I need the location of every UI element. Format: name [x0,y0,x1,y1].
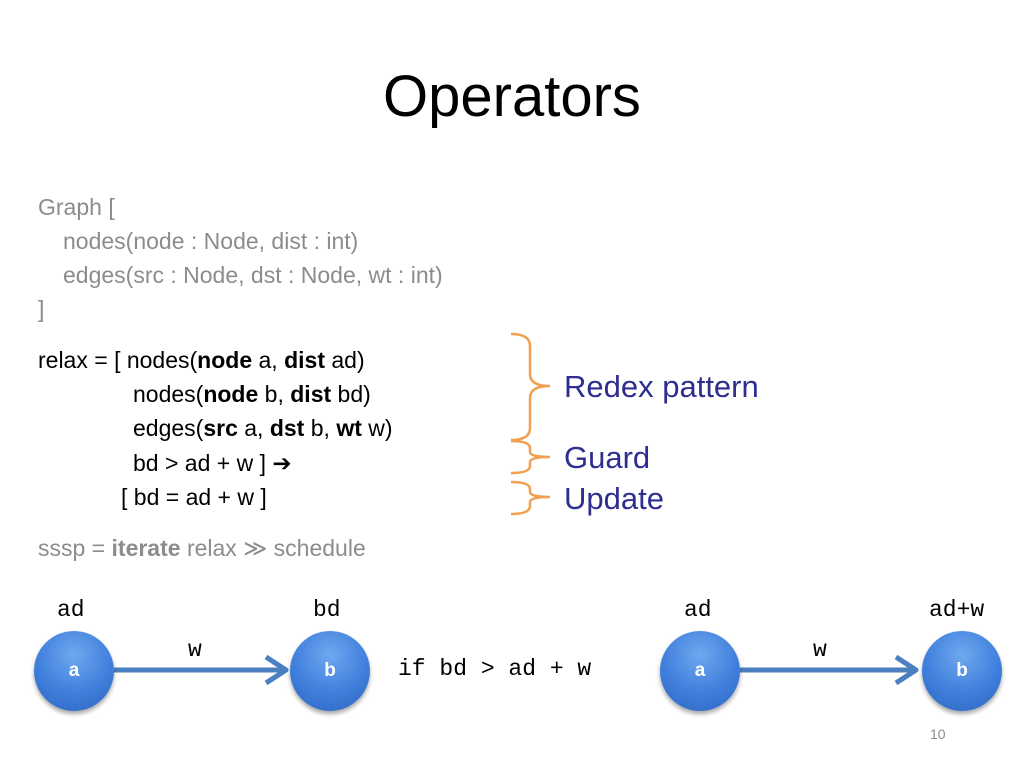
right-node-b-value: ad+w [929,597,985,623]
relax-line-3: edges(src a, dst b, wt w) [133,415,393,441]
arrowhead-left [264,654,289,686]
left-edge-weight: w [188,637,202,663]
page-number: 10 [930,726,946,742]
graph-decl-line-2: nodes(node : Node, dist : int) [63,228,359,254]
arrowhead-right [894,654,919,686]
condition-text: if bd > ad + w [398,656,592,682]
right-node-b: b [922,631,1002,711]
relax-line-1: relax = [ nodes(node a, dist ad) [38,347,365,373]
graph-decl-line-3: edges(src : Node, dst : Node, wt : int) [63,262,443,288]
slide-title: Operators [383,64,641,129]
left-node-a: a [34,631,114,711]
right-node-a: a [660,631,740,711]
graph-decl-line-4: ] [38,296,45,322]
update-label: Update [564,481,664,516]
guard-brace [510,439,551,475]
update-brace [510,480,551,516]
redex-brace [510,332,551,442]
left-node-b: b [290,631,370,711]
relax-line-5-update: [ bd = ad + w ] [121,484,267,510]
left-node-b-value: bd [313,597,341,623]
redex-pattern-label: Redex pattern [564,369,759,404]
right-edge-weight: w [813,637,827,663]
sssp-line: sssp = iterate relax ≫ schedule [38,535,366,561]
graph-decl-line-1: Graph [ [38,194,115,220]
relax-line-2: nodes(node b, dist bd) [133,381,371,407]
left-node-a-value: ad [57,597,85,623]
guard-label: Guard [564,440,651,475]
relax-line-4-guard: bd > ad + w ] ➔ [133,450,292,476]
right-node-a-value: ad [684,597,712,623]
